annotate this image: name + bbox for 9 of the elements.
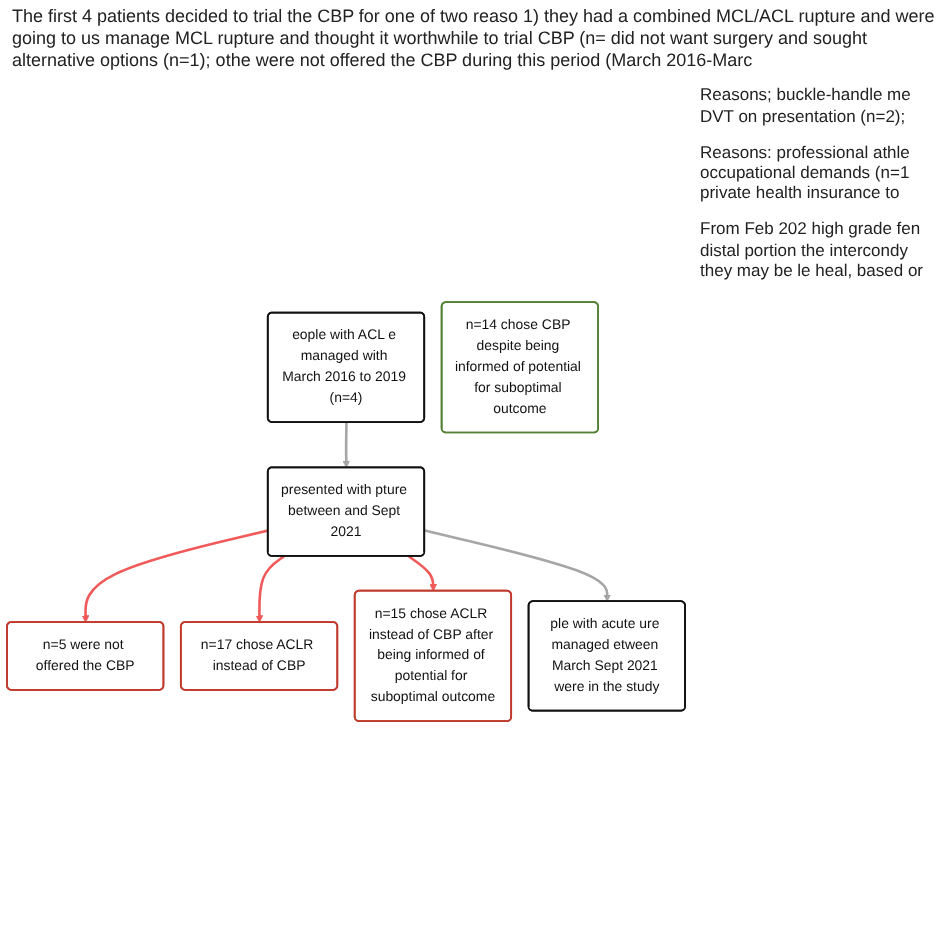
note-text: From Feb 202 high grade fen distal portion the intercondy they may be le heal, based or (700, 218, 926, 280)
arrow (408, 556, 437, 593)
note-text: The first 4 patients decided to trial the CBP for one of two reaso 1) they had a combined MCL/ACL rupture and were going to us manage MCL rupture and thought it worthwhile to trial CBP (n= did not want surgery and sought alternative options (n=1); othe were not offered the CBP during this period (March 2016-Marc (12, 6, 936, 71)
arrow (342, 423, 351, 469)
arrow (424, 530, 611, 603)
arrow (81, 530, 269, 624)
arrow (255, 556, 285, 624)
note-text: Reasons; buckle-handle me DVT on presentation (n=2); (700, 84, 913, 126)
note-text: Reasons: professional athle occupational demands (n=1 private health insurance to (700, 141, 912, 203)
